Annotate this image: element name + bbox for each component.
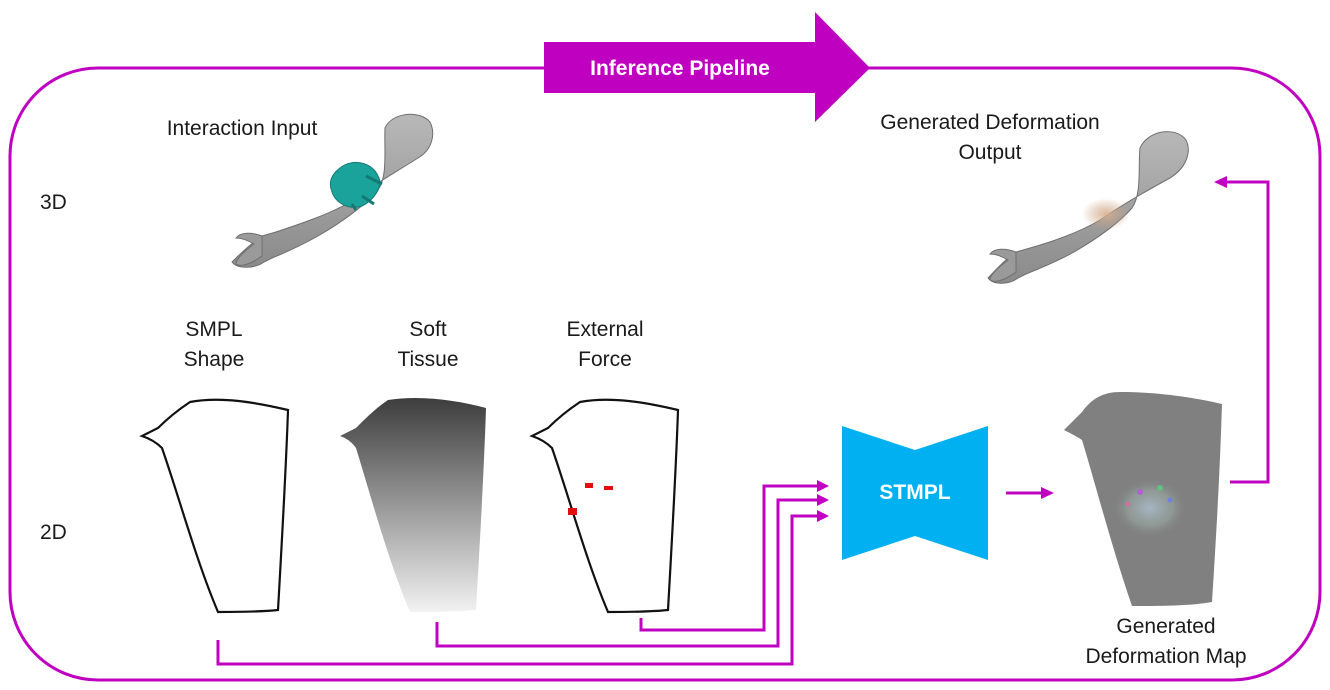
smpl-shape-label-line2: Shape (183, 348, 245, 371)
generated-output-label-line1: Generated Deformation (880, 111, 1100, 134)
arrowhead (817, 494, 829, 506)
interaction-input-arm (231, 113, 434, 268)
smpl-shape-map (139, 398, 290, 614)
connector-force-to-stmpl (639, 484, 818, 632)
external-force-label-line2: Force (578, 348, 632, 371)
deformation-map-label-line1: Generated (1116, 615, 1216, 638)
deformation-map-label: Generated Deformation Map (1066, 612, 1266, 672)
row-label-3d: 3D (40, 191, 67, 214)
soft-tissue-map (340, 397, 486, 612)
generated-output-arm (987, 131, 1189, 284)
generated-output-label: Generated Deformation Output (850, 108, 1130, 168)
deformation-map-label-line2: Deformation Map (1085, 645, 1247, 668)
force-point (568, 508, 577, 515)
row-label-2d: 2D (40, 521, 67, 544)
inference-pipeline-arrow (544, 12, 870, 122)
external-force-label-line1: External (566, 318, 644, 341)
generated-output-label-line2: Output (958, 141, 1022, 164)
force-point (585, 483, 593, 488)
connectors (216, 180, 1270, 666)
external-force-label: External Force (540, 315, 670, 375)
arrowhead (1214, 176, 1227, 188)
connector-smpl-to-stmpl (216, 514, 818, 666)
deformation-map (1064, 392, 1222, 606)
connector-tissue-to-stmpl (435, 498, 818, 648)
connector-map-to-output (1226, 180, 1270, 484)
arrowhead (817, 480, 829, 492)
smpl-shape-label: SMPL Shape (154, 315, 274, 375)
arrowhead (1041, 487, 1054, 499)
smpl-shape-label-line1: SMPL (185, 318, 243, 341)
interaction-input-label: Interaction Input (166, 117, 318, 140)
soft-tissue-label-line1: Soft (409, 318, 447, 341)
stmpl-network (842, 426, 988, 560)
soft-tissue-label: Soft Tissue (368, 315, 488, 375)
external-force-map (529, 398, 680, 614)
stmpl-label: STMPL (879, 481, 951, 504)
banner-label: Inference Pipeline (590, 57, 770, 80)
arrowheads (817, 176, 1227, 522)
arrowhead (817, 510, 829, 522)
force-point (604, 486, 613, 490)
soft-tissue-label-line2: Tissue (397, 348, 459, 371)
